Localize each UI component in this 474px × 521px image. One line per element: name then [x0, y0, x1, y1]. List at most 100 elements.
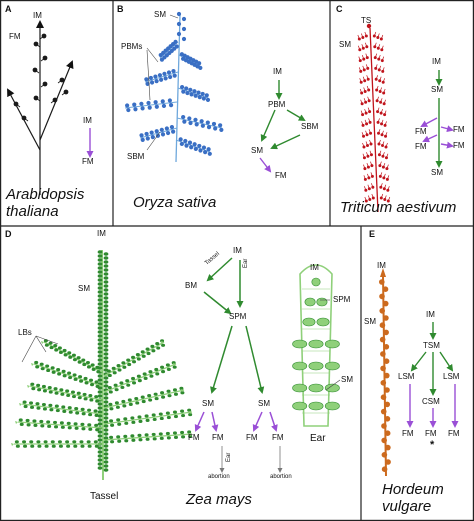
- barley-spikelet: [381, 466, 388, 473]
- maize-spikelet: [83, 397, 88, 401]
- wheat-awn: [364, 31, 367, 37]
- maize-spikelet: [48, 403, 53, 407]
- wheat-awn: [381, 119, 384, 125]
- wheat-awn: [363, 87, 366, 92]
- species-arabidopsis-epithet: thaliana: [6, 203, 59, 220]
- maize-long-branch: [103, 363, 177, 393]
- wheat-awn: [387, 186, 390, 191]
- ear-spikelet-pair: [292, 383, 308, 393]
- barley-flow-fm-1: FM: [402, 429, 414, 438]
- maize-spikelet: [51, 444, 56, 448]
- maize-spikelet: [166, 415, 171, 420]
- wheat-awn: [367, 173, 370, 179]
- maize-spikelet: [95, 428, 100, 432]
- maize-spikelet: [103, 444, 109, 448]
- wheat-awn: [383, 88, 386, 94]
- maize-spikelet: [103, 380, 109, 384]
- maize-spikelet: [23, 444, 28, 448]
- maize-spikelet: [91, 367, 96, 371]
- maize-spikelet: [97, 318, 103, 322]
- maize-spikelet: [97, 430, 103, 434]
- maize-spikelet: [103, 324, 109, 328]
- rice-spikelet: [205, 120, 210, 125]
- species-arabidopsis-genus: Arabidopsis: [6, 186, 85, 203]
- maize-spikelet: [109, 419, 114, 423]
- maize-spikelet: [87, 444, 92, 448]
- rice-spikelet: [193, 117, 198, 122]
- maize-spikelet: [158, 412, 163, 416]
- maize-spikelet: [44, 444, 49, 448]
- rice-primary-branch: [144, 71, 179, 83]
- maize-spikelet: [36, 406, 41, 410]
- maize-spikelet: [103, 308, 109, 312]
- maize-spikelet: [54, 404, 59, 408]
- maize-long-branch: [29, 385, 103, 401]
- arabidopsis-pedicel: [15, 103, 21, 108]
- maize-spikelet: [97, 446, 103, 450]
- maize-spikelet: [134, 396, 139, 401]
- maize-spikelet: [150, 344, 155, 348]
- maize-spikelet: [89, 378, 94, 382]
- maize-flow-abortion-1: abortion: [208, 474, 230, 480]
- ear-spikelet-pair: [308, 361, 324, 371]
- maize-spikelet: [66, 393, 71, 398]
- wheat-awn: [362, 153, 365, 158]
- rice-spikelet: [154, 79, 159, 84]
- rice-sbm-label: SBM: [127, 152, 145, 161]
- rice-spikelet: [145, 81, 150, 86]
- maize-spikelet: [68, 410, 73, 414]
- maize-branch-tip: [181, 389, 184, 392]
- maize-spikelet: [97, 374, 103, 378]
- maize-spikelet: [36, 440, 41, 444]
- maize-spikelet: [37, 388, 42, 392]
- maize-spikelet: [72, 373, 77, 377]
- maize-spikelet: [79, 440, 84, 444]
- maize-spikelet: [103, 268, 109, 272]
- arabidopsis-pedicel: [34, 69, 40, 74]
- rice-spikelet: [176, 31, 182, 37]
- wheat-awn: [363, 175, 366, 180]
- wheat-awn: [383, 99, 386, 104]
- arabidopsis-pedicel: [50, 99, 56, 104]
- barley-spikelet: [383, 329, 389, 336]
- maize-spikelet: [116, 363, 121, 368]
- barley-spikelet: [383, 315, 389, 321]
- rice-spikelet: [188, 87, 193, 92]
- maize-spikelet: [94, 413, 99, 417]
- rice-spikelet: [218, 123, 223, 128]
- maize-spikelet: [173, 414, 178, 419]
- wheat-awn: [378, 54, 381, 60]
- ear-spikelet-pair: [324, 401, 340, 411]
- maize-spikelet: [145, 347, 150, 351]
- wheat-awn: [367, 107, 370, 112]
- rice-spikelet: [159, 77, 164, 82]
- rice-flow: [259, 80, 306, 173]
- ear-spikelet-pair: [308, 401, 324, 411]
- rice-spikelet: [197, 61, 202, 66]
- barley-spikelet: [379, 336, 386, 343]
- maize-spikelet: [103, 392, 109, 396]
- rice-spikelet: [125, 103, 130, 108]
- maize-spikelet: [148, 370, 153, 374]
- rice-spikelet: [126, 107, 131, 113]
- maize-spikelet: [103, 396, 109, 400]
- rice-spikelet: [211, 121, 217, 127]
- maize-spikelet: [103, 336, 109, 340]
- rice-spikelet: [192, 142, 197, 147]
- wheat-awn: [359, 88, 362, 94]
- maize-spikelet: [110, 423, 115, 427]
- maize-spikelet: [160, 391, 165, 395]
- rice-spikelet: [184, 86, 189, 91]
- maize-branch-tip: [19, 403, 22, 406]
- barley-spikelet: [383, 358, 390, 365]
- rice-flow-sbm: SBM: [301, 122, 319, 131]
- maize-sm-label: SM: [78, 284, 90, 293]
- maize-flow-bm: BM: [185, 281, 197, 290]
- maize-spikelet: [145, 418, 150, 422]
- rice-spikelet: [147, 105, 152, 110]
- maize-spikelet: [103, 332, 109, 336]
- maize-spikelet: [40, 424, 45, 428]
- maize-spikelet: [103, 344, 109, 348]
- maize-spikelet: [72, 440, 77, 444]
- wheat-awn: [377, 33, 380, 38]
